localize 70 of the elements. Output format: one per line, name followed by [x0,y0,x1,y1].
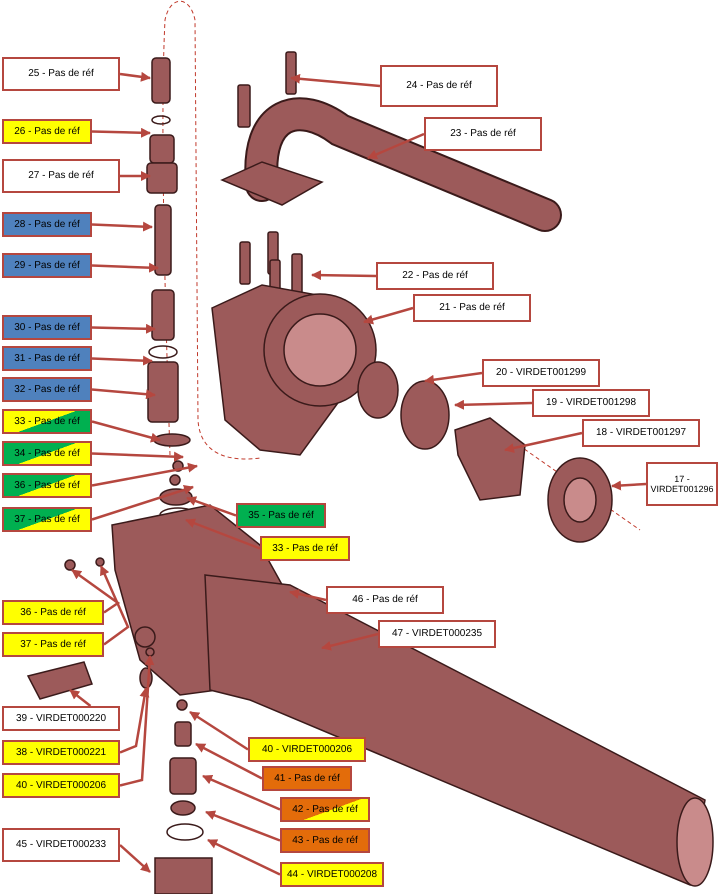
part-callout: 35 - Pas de réf [236,503,326,528]
leader-arrow [92,222,153,232]
part-callout: 17 - VIRDET001296 [646,462,718,506]
leader-arrow [100,565,130,646]
part-callout: 42 - Pas de réf [280,797,370,822]
leader-arrow [71,568,120,614]
leader-arrow [195,742,263,780]
part-callout: 24 - Pas de réf [380,65,498,107]
part-callout: 38 - VIRDET000221 [2,740,120,765]
part-callout: 43 - Pas de réf [280,828,370,853]
leader-arrow [92,462,198,487]
leader-arrow [321,632,378,651]
ball-part [64,559,76,571]
leader-arrow [92,356,153,366]
part-callout: 40 - VIRDET000206 [2,773,120,798]
leader-arrow [504,432,582,453]
part-callout: 28 - Pas de réf [2,212,92,237]
leader-arrow [92,128,151,138]
part-callout: 33 - Pas de réf [260,536,350,561]
leader-arrow [205,810,280,842]
part-callout: 37 - Pas de réf [2,632,104,657]
part-callout: 19 - VIRDET001298 [532,389,650,417]
leader-arrow [120,72,151,82]
part-callout: 46 - Pas de réf [326,586,444,614]
leader-arrow [311,270,376,280]
leader-arrow [92,485,194,521]
leader-arrow [202,774,280,811]
knob-drawing [26,661,93,700]
leader-arrow [92,324,156,334]
part-callout: 22 - Pas de réf [376,262,494,290]
part-callout: 18 - VIRDET001297 [582,419,700,447]
ball-part [145,647,155,657]
leader-arrow [120,171,151,181]
leader-arrow [92,262,159,273]
leader-arrow [92,388,156,400]
leader-arrow [92,420,161,442]
ball-part [95,557,105,567]
part-callout: 30 - Pas de réf [2,315,92,340]
leader-arrow [424,372,482,385]
part-callout: 40 - VIRDET000206 [248,737,366,762]
part-callout: 41 - Pas de réf [262,766,352,791]
leader-arrow [119,844,151,873]
part-callout: 32 - Pas de réf [2,377,92,402]
leader-arrow [207,838,281,876]
part-callout: 47 - VIRDET000235 [378,620,496,648]
leader-arrow [289,589,326,602]
leader-arrow [454,400,532,410]
leader-arrow [92,452,184,462]
part-callout: 20 - VIRDET001299 [482,359,600,387]
part-callout: 44 - VIRDET000208 [280,862,384,887]
part-callout: 36 - Pas de réf [2,600,104,625]
part-callout: 39 - VIRDET000220 [2,706,120,731]
part-callout: 29 - Pas de réf [2,253,92,278]
part-callout: 45 - VIRDET000233 [2,828,120,862]
leader-arrow [120,655,154,787]
leader-arrow [185,518,260,550]
leader-arrow [120,687,150,754]
part-callout: 31 - Pas de réf [2,346,92,371]
o-ring [139,667,153,689]
part-callout: 25 - Pas de réf [2,57,120,91]
leader-arrow [186,496,236,517]
leader-arrow [367,132,424,160]
part-callout: 21 - Pas de réf [413,294,531,322]
leader-arrow [363,306,414,324]
part-callout: 23 - Pas de réf [424,117,542,151]
part-callout: 27 - Pas de réf [2,159,120,193]
part-callout: 26 - Pas de réf [2,119,92,144]
leader-arrow [189,710,249,751]
leader-arrow [290,74,380,88]
leader-arrow [611,480,646,490]
